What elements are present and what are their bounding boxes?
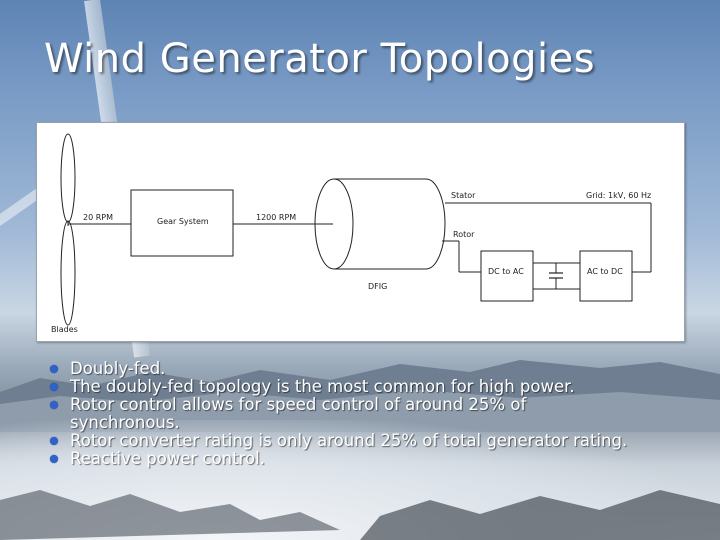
bullet-icon [50, 401, 58, 409]
bullet-text: Doubly-fed. [70, 359, 166, 378]
gear-system-box [130, 189, 234, 257]
diagram-canvas: Blades 20 RPM Gear System 1200 RPM DFIG … [51, 133, 652, 334]
label-gear-system: Gear System [157, 217, 209, 226]
bullet-item: Rotor control allows for speed control o… [50, 396, 590, 432]
bullet-text: Rotor converter rating is only around 25… [70, 431, 628, 450]
bullet-text: Reactive power control. [70, 449, 265, 468]
dfig-back [425, 178, 446, 270]
bullet-item: Reactive power control. [50, 450, 690, 468]
label-rpm-low: 20 RPM [83, 213, 113, 222]
slide-title: Wind Generator Topologies [44, 36, 596, 82]
ac-to-dc-box [579, 250, 633, 302]
blade-upper [60, 133, 76, 223]
label-blades: Blades [51, 325, 78, 334]
label-rpm-high: 1200 RPM [256, 213, 296, 222]
bullet-item: Rotor converter rating is only around 25… [50, 432, 690, 450]
bullet-icon [50, 383, 58, 391]
label-grid: Grid: 1kV, 60 Hz [586, 191, 651, 200]
dc-to-ac-box [480, 250, 534, 302]
bullet-item: Doubly-fed. [50, 360, 690, 378]
dfig-topology-diagram: Blades 20 RPM Gear System 1200 RPM DFIG … [36, 122, 685, 342]
bullet-text: Rotor control allows for speed control o… [70, 395, 527, 432]
label-ac-to-dc: AC to DC [587, 267, 623, 276]
bullet-list: Doubly-fed. The doubly-fed topology is t… [50, 360, 690, 468]
bullet-icon [50, 455, 58, 463]
bullet-text: The doubly-fed topology is the most comm… [70, 377, 575, 396]
bullet-icon [50, 365, 58, 373]
label-rotor: Rotor [453, 230, 475, 239]
blade-lower [60, 220, 76, 326]
bullet-icon [50, 437, 58, 445]
label-stator: Stator [451, 191, 476, 200]
background-rocks [0, 490, 720, 540]
label-dfig: DFIG [368, 282, 387, 291]
bullet-item: The doubly-fed topology is the most comm… [50, 378, 690, 396]
label-dc-to-ac: DC to AC [488, 267, 524, 276]
